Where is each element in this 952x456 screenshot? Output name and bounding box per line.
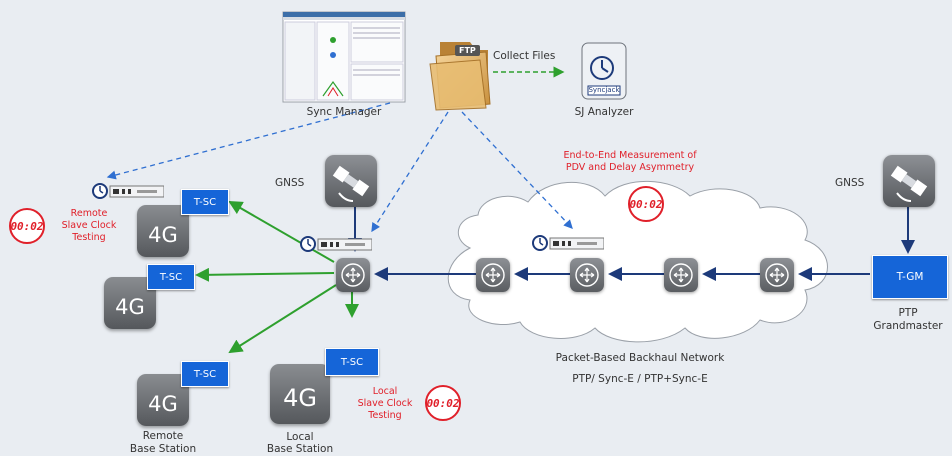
remote-test-line1: Remote (70, 208, 108, 219)
network-label-line1: Packet-Based Backhaul Network (555, 352, 725, 364)
router-cloud-4-icon (760, 258, 794, 292)
ptp-label-line1: PTP (898, 307, 918, 319)
timer-e2e: 00:02 (628, 186, 664, 222)
gnss-center-label: GNSS (275, 177, 305, 189)
syncjack-device-local (300, 236, 373, 252)
sj-analyzer-label: SJ Analyzer (574, 106, 634, 118)
local-test-line2: Slave Clock (357, 398, 413, 409)
e2e-label-line2: PDV and Delay Asymmetry (565, 162, 695, 173)
remote-test-line2: Slave Clock (61, 220, 117, 231)
ptp-label-line2: Grandmaster (873, 320, 943, 332)
base-station-local-icon: 4G (270, 364, 330, 424)
timer-remote: 00:02 (9, 208, 45, 244)
local-bs-line1: Local (286, 431, 314, 443)
fourg-label: 4G (148, 223, 178, 247)
router-cloud-3-icon (664, 258, 698, 292)
timer-local: 00:02 (425, 385, 461, 421)
syncjack-device-remote (92, 183, 165, 199)
router-central-icon (336, 258, 370, 292)
ftp-tag: FTP (455, 45, 480, 56)
local-bs-line2: Base Station (266, 443, 334, 455)
local-test-line3: Testing (368, 410, 402, 421)
tsc-box-remote-2: T-SC (147, 264, 195, 290)
remote-bs-line1: Remote (142, 430, 184, 442)
e2e-label-line1: End-to-End Measurement of (563, 150, 697, 161)
fourg-label: 4G (148, 392, 178, 416)
base-station-remote-2-icon: 4G (104, 277, 156, 329)
syncjack-label: Syncjack (588, 86, 620, 94)
fourg-label: 4G (115, 295, 145, 319)
gnss-right-label: GNSS (835, 177, 865, 189)
base-station-remote-3-icon: 4G (137, 374, 189, 426)
collect-files-label: Collect Files (493, 50, 556, 62)
syncjack-analyzer-icon (581, 42, 627, 100)
tsc-box-remote-3: T-SC (181, 361, 229, 387)
base-station-remote-1-icon: 4G (137, 205, 189, 257)
router-cloud-2-icon (570, 258, 604, 292)
fourg-label: 4G (283, 384, 317, 412)
local-test-line1: Local (372, 386, 398, 397)
gnss-right-icon (883, 155, 935, 207)
sync-manager-screenshot (282, 11, 406, 103)
network-label-line2: PTP/ Sync-E / PTP+Sync-E (572, 373, 708, 385)
tsc-box-local: T-SC (325, 348, 379, 376)
tgm-box: T-GM (872, 255, 948, 299)
remote-bs-line2: Base Station (129, 443, 197, 455)
syncjack-device-network (532, 235, 605, 251)
gnss-center-icon (325, 155, 377, 207)
sync-manager-label: Sync Manager (306, 106, 382, 118)
router-cloud-1-icon (476, 258, 510, 292)
tsc-box-remote-1: T-SC (181, 189, 229, 215)
remote-test-line3: Testing (72, 232, 106, 243)
